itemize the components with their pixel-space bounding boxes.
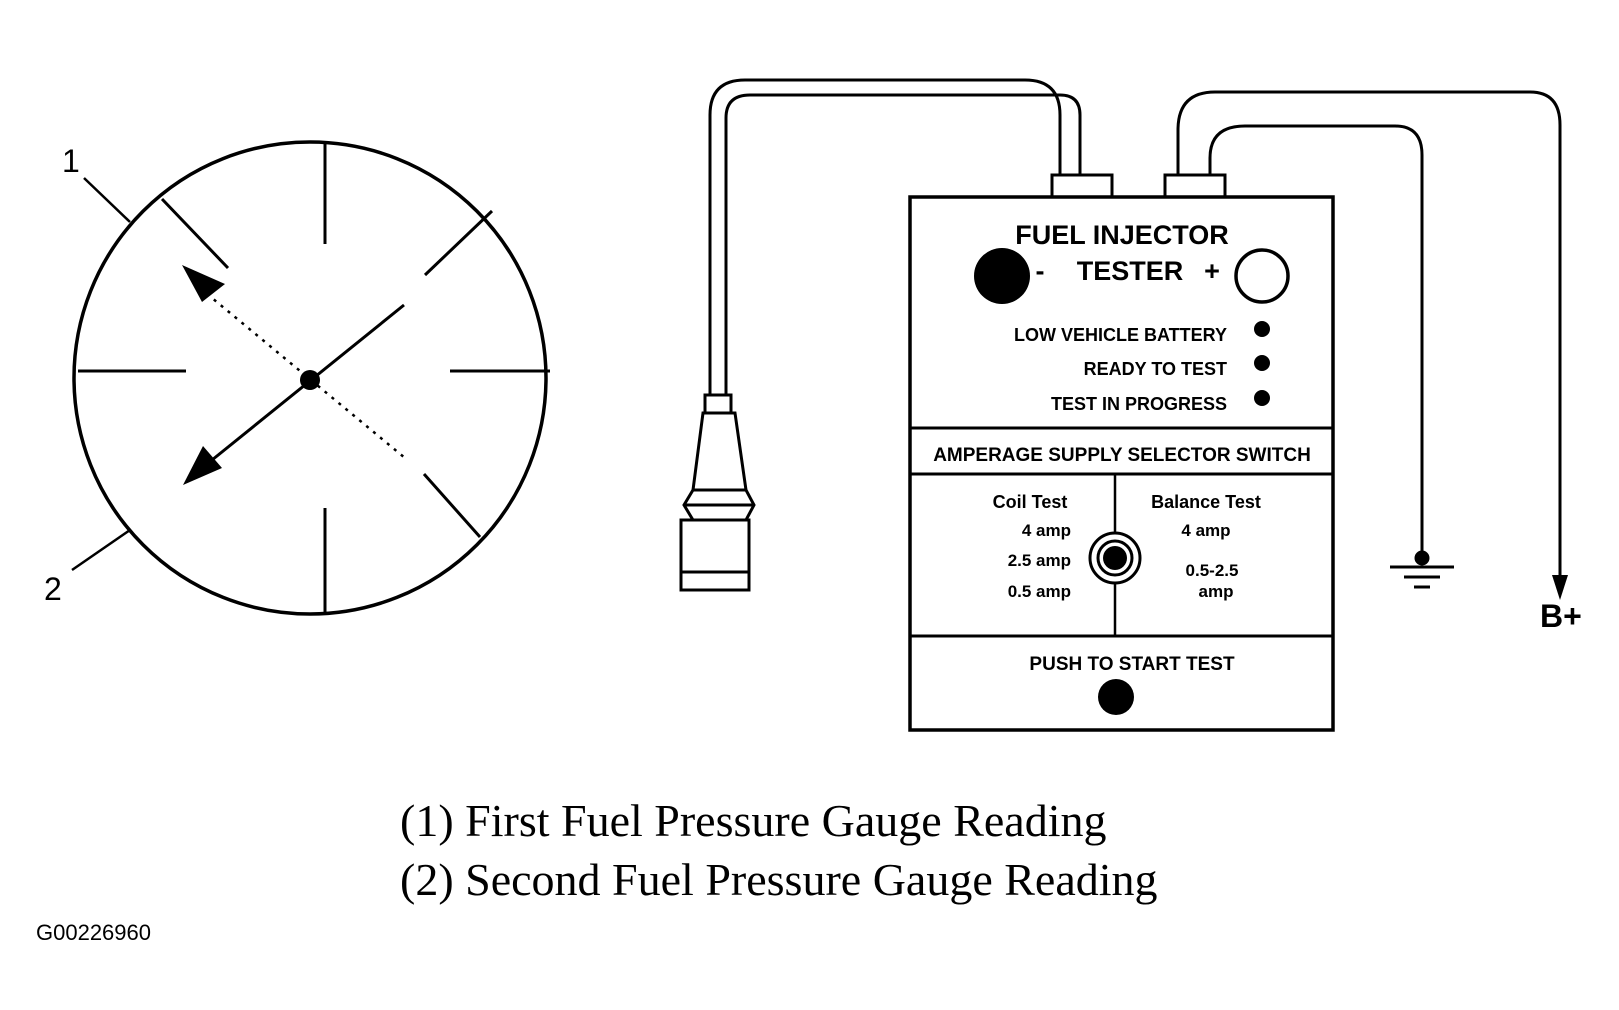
balance-test-title: Balance Test [1151,492,1261,512]
battery-arrowhead [1552,575,1568,600]
power-leads [1176,90,1562,575]
selector-switch-title: AMPERAGE SUPPLY SELECTOR SWITCH [933,445,1311,466]
callout-1-leader [83,177,131,223]
coil-test-option-2-5amp: 2.5 amp [1008,551,1071,570]
needle-first-reading [199,287,406,459]
fuel-pressure-gauge [71,140,550,616]
tester-title-line2: TESTER [1077,256,1184,286]
indicator-label-in-progress: TEST IN PROGRESS [1051,394,1227,414]
balance-test-option-range-unit: amp [1199,582,1234,601]
tester-title-line1: FUEL INJECTOR [1015,220,1229,250]
callout-1-label: 1 [62,143,80,179]
tester-lead-port-left [1050,173,1114,199]
gauge-ticks [78,142,550,612]
coil-test-title: Coil Test [993,492,1068,512]
callout-2-leader [71,528,131,572]
tester-lead-port-right [1163,173,1227,199]
balance-test-option-4amp: 4 amp [1181,521,1230,540]
injector-connector [679,393,756,592]
coil-test-option-0-5amp: 0.5 amp [1008,582,1071,601]
indicator-led-ready [1254,355,1270,371]
figure-id: G00226960 [36,920,151,945]
negative-terminal-label: - [1036,256,1045,286]
fuel-injector-tester: FUEL INJECTOR TESTER - + LOW VEHICLE BAT… [908,173,1335,732]
balance-test-option-range: 0.5-2.5 [1186,561,1239,580]
coil-test-option-4amp: 4 amp [1022,521,1071,540]
caption-line-2: (2) Second Fuel Pressure Gauge Reading [400,854,1158,905]
gauge-pivot [300,370,320,390]
amperage-selector-knob[interactable] [1088,531,1142,585]
injector-lead-wire [708,78,1082,395]
start-test-label: PUSH TO START TEST [1029,654,1235,675]
indicator-led-low-battery [1254,321,1270,337]
ground-symbol [1390,550,1454,589]
positive-terminal-label: + [1204,256,1220,286]
needle-first-arrowhead [182,265,225,302]
battery-positive-label: B+ [1540,598,1582,634]
callout-2-label: 2 [44,571,62,607]
indicator-label-low-battery: LOW VEHICLE BATTERY [1014,325,1227,345]
start-test-button[interactable] [1098,679,1134,715]
indicator-led-in-progress [1254,390,1270,406]
gauge-face [72,140,548,616]
positive-terminal-jack[interactable] [1234,248,1290,304]
needle-second-arrowhead [183,446,222,485]
indicator-label-ready: READY TO TEST [1084,359,1227,379]
negative-terminal-jack[interactable] [974,248,1030,304]
caption-line-1: (1) First Fuel Pressure Gauge Reading [400,795,1107,846]
